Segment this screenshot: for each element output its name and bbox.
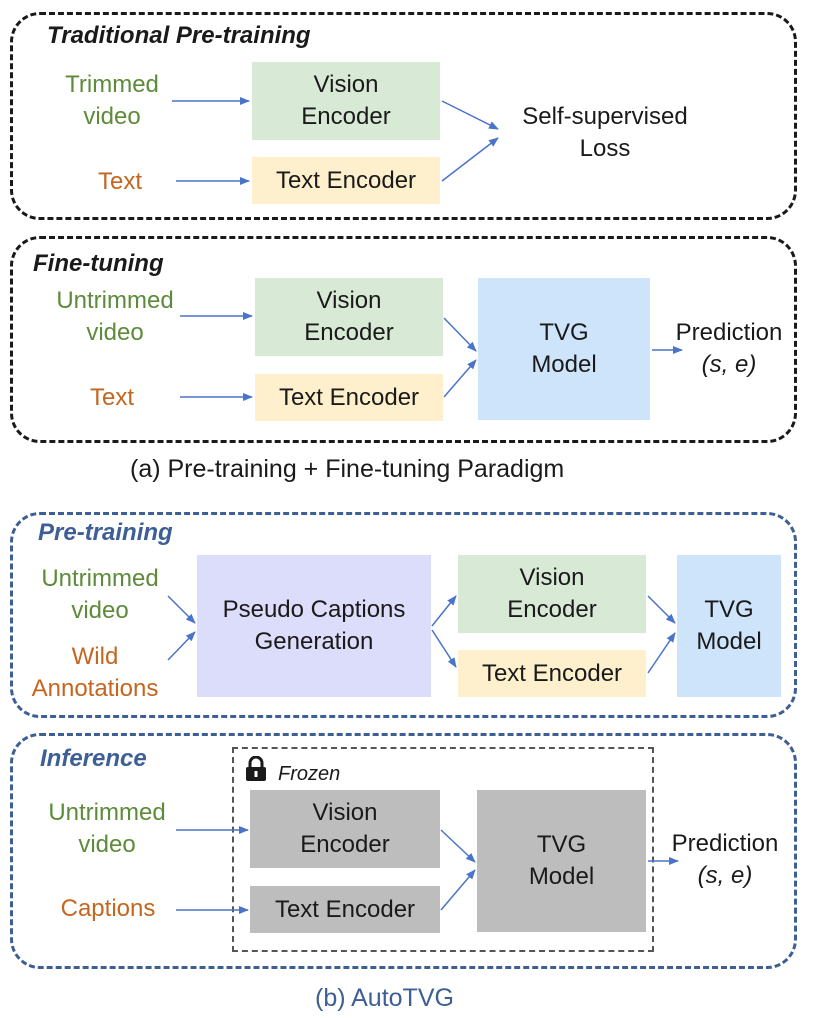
arrow <box>440 829 476 863</box>
inference-panel <box>10 733 797 969</box>
arrow <box>443 359 477 398</box>
prediction-output: Prediction (s, e) <box>675 319 783 378</box>
arrow <box>441 100 499 130</box>
arrow <box>647 595 676 624</box>
prediction-output: Prediction (s, e) <box>671 830 779 889</box>
panel-title-traditional: Traditional Pre-training <box>47 22 311 49</box>
panel-title-finetuning: Fine-tuning <box>33 250 164 277</box>
input-text: Text <box>97 168 142 195</box>
arrow <box>167 595 196 624</box>
text-encoder-box: Text Encoder <box>458 650 646 697</box>
lock-icon <box>244 755 268 787</box>
panel-title-inference: Inference <box>40 745 147 772</box>
arrow <box>647 632 676 674</box>
frozen-region <box>232 747 654 952</box>
arrow <box>440 869 476 911</box>
arrow <box>441 137 499 182</box>
caption-a: (a) Pre-training + Fine-tuning Paradigm <box>130 455 565 483</box>
caption-b: (b) AutoTVG <box>315 984 454 1012</box>
arrow <box>431 595 457 627</box>
frozen-label: Frozen <box>278 763 341 785</box>
text-encoder-box: Text Encoder <box>255 374 443 421</box>
finetuning-panel <box>10 236 797 443</box>
arrow <box>167 631 196 661</box>
arrow <box>443 317 477 352</box>
input-captions: Captions <box>60 895 156 922</box>
traditional-pretraining-panel <box>10 12 797 220</box>
text-encoder-box: Text Encoder <box>250 886 440 933</box>
panel-title-pretraining: Pre-training <box>38 519 173 546</box>
text-encoder-box: Text Encoder <box>252 157 440 204</box>
autotvg-pretraining-panel <box>10 512 797 718</box>
input-text: Text <box>89 384 134 411</box>
arrow <box>431 629 457 668</box>
